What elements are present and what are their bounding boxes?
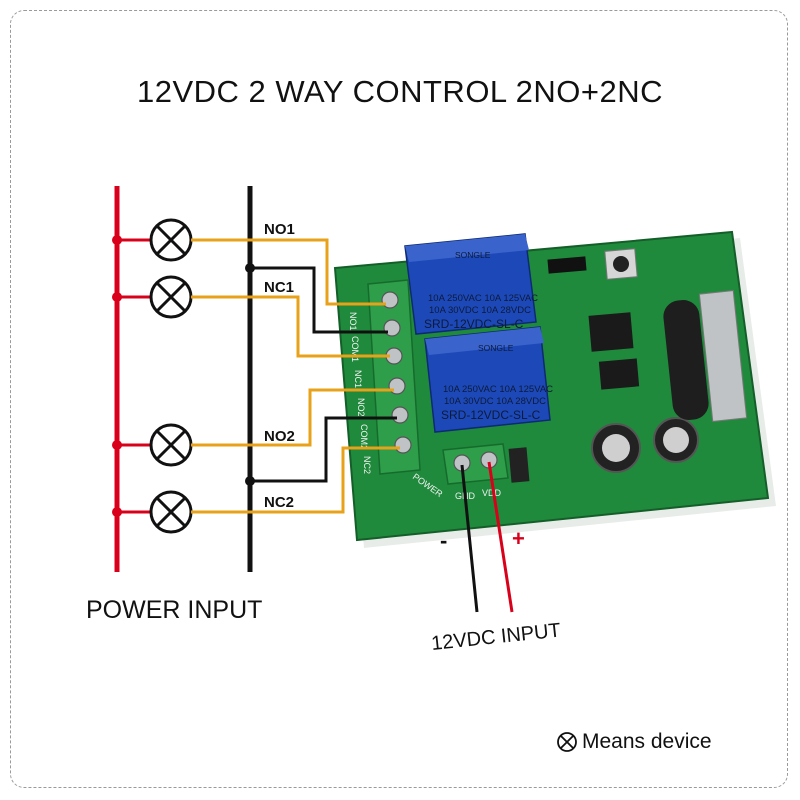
positive-sign: + [512,526,525,551]
relay-2-model: SRD-12VDC-SL-C [441,408,541,422]
terminal-label-com2: COM2 [359,424,369,450]
terminal-label-nc1: NC1 [353,370,363,388]
dc-positive-wire [487,461,514,613]
diagram-title: 12VDC 2 WAY CONTROL 2NO+2NC [137,74,663,109]
capacitor-top [663,427,689,453]
relay-1: SONGLE 10A 250VAC 10A 125VAC 10A 30VDC 1… [404,233,538,335]
relay-2-brand: SONGLE [478,343,514,353]
wire-com1 [250,266,388,334]
load-4 [112,490,193,534]
terminal-label-no1: NO1 [348,312,358,331]
relay-1-brand: SONGLE [455,250,491,260]
terminal-label-com1: COM1 [350,336,360,362]
antenna-coil [663,300,709,420]
device-symbol-icon [557,732,577,752]
ic-chip [598,358,640,390]
wire-nc1 [191,295,390,358]
load-3 [112,423,193,467]
header-pins [547,256,587,274]
relay-2-rating-1: 10A 250VAC 10A 125VAC [443,384,553,395]
terminal-label-nc2: NC2 [362,456,372,474]
negative-sign: - [440,528,447,553]
wire-label-nc2: NC2 [264,494,294,511]
vdd-label: VDD [482,488,502,498]
relay-2: SONGLE 10A 250VAC 10A 125VAC 10A 30VDC 1… [424,326,553,433]
rf-module [698,290,748,422]
push-button-cap [613,256,629,272]
board-components [508,248,748,483]
wire-nc2 [191,446,400,514]
relay-1-rating-2: 10A 30VDC 10A 28VDC [429,305,531,316]
capacitor-top [602,434,630,462]
relay-1-rating-1: 10A 250VAC 10A 125VAC [428,293,538,304]
wire-com2 [250,416,397,483]
dc-input-label: 12VDC INPUT [430,620,562,655]
wire-no1 [191,238,386,306]
power-input-label: POWER INPUT [86,596,263,624]
dc-negative-wire [460,464,479,613]
load-2 [112,275,193,319]
relay-board: SONGLE 10A 250VAC 10A 125VAC 10A 30VDC 1… [333,230,776,548]
wire-no2 [191,388,394,447]
diagram-frame [10,10,788,788]
relay-2-rating-2: 10A 30VDC 10A 28VDC [444,396,546,407]
legend-text: Means device [582,730,712,753]
diode [508,447,530,483]
wire-label-nc1: NC1 [264,279,294,296]
legend: Means device [556,730,712,754]
wire-label-no1: NO1 [264,221,295,238]
load-1 [112,218,193,262]
terminal-label-no2: NO2 [356,398,366,417]
wire-label-no2: NO2 [264,428,295,445]
relay-1-model: SRD-12VDC-SL-C [424,317,524,331]
ic-chip [588,312,634,352]
